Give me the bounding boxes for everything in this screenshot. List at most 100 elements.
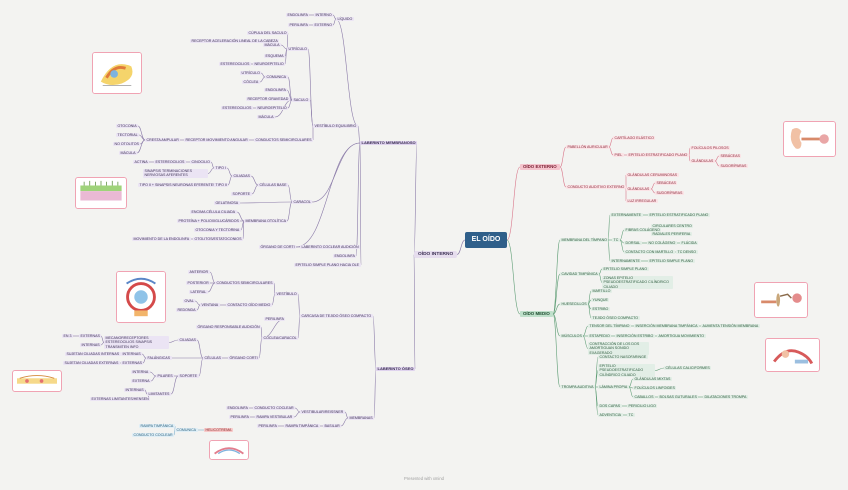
saculo-comunica[interactable]: COMUNICA xyxy=(265,75,288,80)
pabellon-auricular[interactable]: PABELLÓN AURICULAR xyxy=(566,145,610,150)
oseo-celulas[interactable]: CÉLULAS xyxy=(203,356,223,361)
glandulas-piel[interactable]: GLÁNDULAS xyxy=(690,159,715,164)
caracol-estereocilios[interactable]: ESTEREOCILIOS xyxy=(154,160,186,165)
saculo-macula[interactable]: MÁCULA xyxy=(257,115,275,120)
otoconia-tectorina[interactable]: OTOCONIA Y TECTORINA xyxy=(194,228,241,233)
mecanorreceptores[interactable]: MECANORRECEPTORES ESTEREOCILIOS SINAPSIS… xyxy=(104,336,169,350)
tejido-oseo[interactable]: TEJIDO ÓSEO COMPACTO xyxy=(591,316,640,321)
actina[interactable]: ACTINA xyxy=(133,160,150,165)
contacto-martillo[interactable]: CONTACTO CON MARTILLO xyxy=(624,250,675,255)
endolinfa[interactable]: ENDOLINFA xyxy=(286,13,310,18)
falangicas-externas[interactable]: EXTERNAS xyxy=(121,361,144,366)
glandulas-ceruminosas[interactable]: GLÁNDULAS CERUMINOSAS xyxy=(626,173,679,178)
vestibular-reissner[interactable]: VESTIBULAR/REISSNER xyxy=(300,410,345,415)
yunque[interactable]: YUNQUE xyxy=(591,298,610,303)
martillo[interactable]: MARTILLO xyxy=(591,289,612,294)
dos-capas[interactable]: DOS CAPAS xyxy=(598,404,622,409)
laberinto-membranoso[interactable]: LABERINTO MEMBRANOSO xyxy=(360,140,418,146)
foliculos-pilosos[interactable]: FOLÍCULOS PILOSOS xyxy=(690,146,731,151)
insercion-estribo[interactable]: INSERCIÓN ESTRIBO xyxy=(615,334,655,339)
glandulas-mixtas[interactable]: GLÁNDULAS MIXTAS xyxy=(633,377,672,382)
proteina[interactable]: PROTEÍNA + POLIOXIGLUCÁRIDOS xyxy=(177,219,241,224)
bolsas-guturales[interactable]: BOLSAS GUTURALES xyxy=(658,395,699,400)
oseo-perilinfa[interactable]: PERILINFA xyxy=(264,317,286,322)
lateral[interactable]: LATERAL xyxy=(189,290,208,295)
pilares-interna[interactable]: INTERNA xyxy=(131,370,150,375)
receptor-aceleracion[interactable]: RECEPTOR ACELERACIÓN LINEAL DE LA CABEZA xyxy=(190,39,280,44)
oido-externo-topic[interactable]: OÍDO EXTERNO xyxy=(520,164,560,170)
limitantes-internas[interactable]: INTERNAS xyxy=(124,388,146,393)
ciliadas[interactable]: CILIADAS xyxy=(232,174,252,179)
redonda[interactable]: REDONDA xyxy=(176,308,197,313)
sudoriparas-conducto[interactable]: SUDORÍPARAS xyxy=(655,191,684,196)
receptor-gravedad[interactable]: RECEPTOR GRAVEDAD xyxy=(246,97,290,102)
rampa-timpanica-link[interactable]: RAMPA TIMPÁNICA xyxy=(139,424,175,429)
no-otolitos[interactable]: NO OTOLITOS xyxy=(113,142,141,147)
insercion-membrana[interactable]: INSERCIÓN MEMBRANA TIMPÁNICA xyxy=(634,324,700,329)
radiales-periferia[interactable]: RADIALES PERIFERIA xyxy=(651,232,692,237)
perilinfa[interactable]: PERILINFA xyxy=(288,23,310,28)
basilar[interactable]: BASILAR xyxy=(323,424,342,429)
tipo-1[interactable]: TIPO I xyxy=(214,166,228,171)
adventicia[interactable]: ADVENTICIA xyxy=(598,413,623,418)
utriculo[interactable]: UTRÍCULO xyxy=(287,47,309,52)
lamina-propia[interactable]: LÁMINA PROPIA xyxy=(598,385,629,390)
flacida[interactable]: FLÁCIDA xyxy=(680,241,699,246)
internamente[interactable]: INTERNAMENTE xyxy=(610,259,642,264)
sudoriparas-piel[interactable]: SUDORÍPARAS xyxy=(719,164,748,169)
carcasa-tejido-oseo[interactable]: CARCASA DE TEJIDO ÓSEO COMPACTO xyxy=(300,314,373,319)
esquema[interactable]: ESQUEMA xyxy=(264,54,285,59)
piel[interactable]: PIEL xyxy=(613,153,624,158)
anterior[interactable]: ANTERIOR xyxy=(188,270,210,275)
oido-interno-topic[interactable]: OÍDO INTERNO xyxy=(414,251,458,258)
cavidad-zonas[interactable]: ZONAS EPITELIO PSEUDOESTRATIFICADO CILÍN… xyxy=(602,276,673,290)
amortigua[interactable]: AMORTIGUA MOVIMIENTO xyxy=(657,334,706,339)
conductos-macula[interactable]: MÁCULA xyxy=(119,151,137,156)
epitelio-simple[interactable]: EPITELIO SIMPLE PLANO HACIA OLE xyxy=(294,263,361,268)
vestibulo[interactable]: VESTÍBULO xyxy=(275,292,299,297)
celulas-caliciformes[interactable]: CÉLULAS CALICIFORMES xyxy=(664,366,712,371)
cavidad-timpanica[interactable]: CAVIDAD TIMPÁNICA xyxy=(560,272,600,277)
vestibulo-equilibrio[interactable]: VESTÍBULO EQUILIBRIO xyxy=(313,124,358,129)
circulares-centro[interactable]: CIRCULARES CENTRO xyxy=(651,224,694,229)
cupula-saculo[interactable]: CÚPULA DEL SACULO xyxy=(247,31,289,36)
tc[interactable]: TC xyxy=(612,238,620,243)
otolitos[interactable]: OTOLITOS/ESTATOCONIOS xyxy=(193,237,243,242)
oido-medio-topic[interactable]: OÍDO MEDIO xyxy=(520,311,553,317)
sujetan-externas[interactable]: SUJETAN CILIADAS EXTERNAS xyxy=(63,361,120,366)
conducto-coclear-link[interactable]: CONDUCTO COCLEAR xyxy=(132,433,175,438)
saculo-endolinfa[interactable]: ENDOLINFA xyxy=(264,88,288,93)
organo-corti-oseo[interactable]: ÓRGANO CORTI xyxy=(228,356,260,361)
falangicas[interactable]: FALÁNGICAS xyxy=(146,356,172,361)
sinapsis-aferentes[interactable]: SINAPSIS TERMINACIONES NERVIOSAS AFERENT… xyxy=(143,169,208,178)
externo[interactable]: EXTERNO xyxy=(313,23,334,28)
en-3[interactable]: EN 3 xyxy=(62,334,73,339)
conducto-coclear[interactable]: CONDUCTO COCLEAR xyxy=(253,406,296,411)
comunica-link[interactable]: COMUNICA xyxy=(175,428,198,433)
trompa-auditiva[interactable]: TROMPA AUDITIVA xyxy=(560,385,596,390)
ciliadas-internas[interactable]: INTERNAS xyxy=(80,343,102,348)
macula[interactable]: MÁCULA xyxy=(263,43,281,48)
aumenta-tension[interactable]: AUMENTA TENSIÓN MEMBRANA xyxy=(701,324,760,329)
oseo-soporte[interactable]: SOPORTE xyxy=(178,374,199,379)
membrana-otolitica[interactable]: MEMBRANA OTOLÍTICA xyxy=(244,219,288,224)
tc-denso[interactable]: TC DENSO xyxy=(676,250,698,255)
sebaceas-conducto[interactable]: SEBÁCEAS xyxy=(655,181,678,186)
sebaceas-piel[interactable]: SEBÁCEAS xyxy=(719,154,742,159)
conducto-auditivo-externo[interactable]: CONDUCTO AUDITIVO EXTERNO xyxy=(566,185,626,190)
tipo-2-sinapsis[interactable]: TIPO II + SINAPSIS NEURONAS EFERENTES xyxy=(138,183,217,188)
organo-responsable[interactable]: ÓRGANO RESPONSABLE AUDICIÓN xyxy=(196,325,262,330)
pilares-externa[interactable]: EXTERNA xyxy=(131,379,151,384)
saculo-estereocilios[interactable]: ESTEREOCILIOS xyxy=(221,106,253,111)
laberinto-oseo[interactable]: LABERINTO ÓSEO xyxy=(376,366,415,372)
externamente[interactable]: EXTERNAMENTE xyxy=(610,213,643,218)
estapedio[interactable]: ESTAPEDIO xyxy=(588,334,612,339)
foliculos-linfoides[interactable]: FOLÍCULOS LINFOIDES xyxy=(633,386,677,391)
epitelio-pseudo[interactable]: EPITELIO PSEUDOESTRATIFICADO CILÍNDRICO … xyxy=(598,364,655,378)
pericilio[interactable]: PERICILIO LIGO xyxy=(627,404,658,409)
conductos-semicirculares[interactable]: CONDUCTOS SEMICIRCULARES xyxy=(254,138,314,143)
interno[interactable]: INTERNO xyxy=(314,13,334,18)
caracol[interactable]: CARACOL xyxy=(292,200,313,205)
organo-de-corti[interactable]: ÓRGANO DE CORTI xyxy=(259,245,297,250)
pilares[interactable]: PILARES xyxy=(156,374,175,379)
